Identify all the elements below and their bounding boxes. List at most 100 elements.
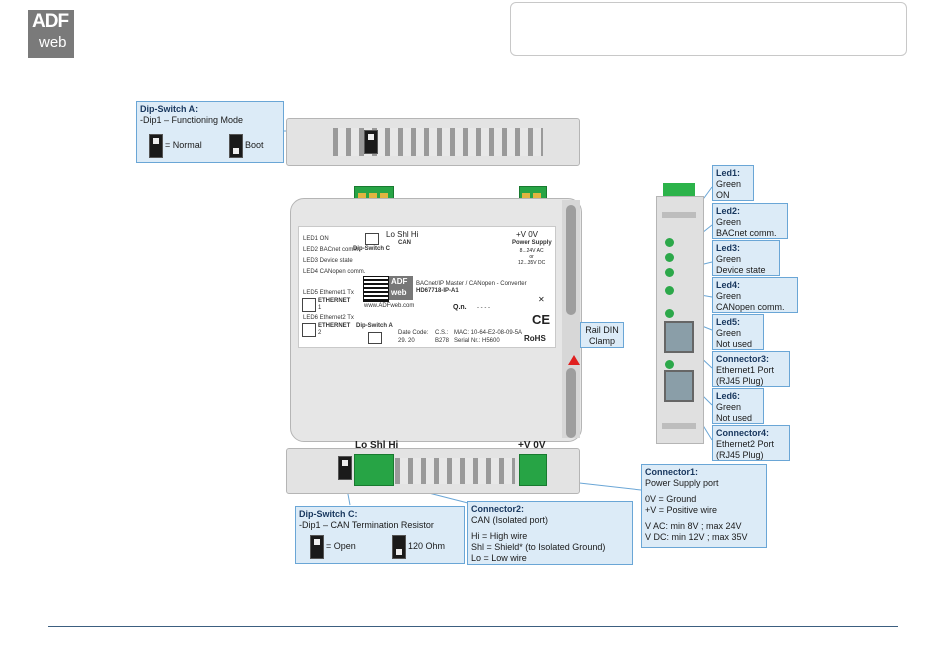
rail-clamp-marker [568, 355, 580, 365]
led-label-3: LED3 Device state [303, 258, 353, 264]
led6-indicator [665, 360, 674, 369]
led5-desc: Not used [716, 339, 753, 349]
connector2-line1: CAN (Isolated port) [471, 515, 549, 525]
power-spec-3: 12...35V DC [518, 260, 546, 266]
power-spec-1: 8...24V AC [519, 248, 544, 254]
side-vent-top [662, 212, 696, 218]
callout-led4: Led4: Green CANopen comm. [712, 277, 798, 313]
connector2-line4: Lo = Low wire [471, 553, 527, 563]
connector3-title: Connector3: [716, 354, 770, 364]
callout-led5: Led5: Green Not used [712, 314, 764, 350]
logo-line1: ADF [32, 11, 69, 32]
can-label: CAN [398, 240, 411, 246]
website: www.ADFweb.com [364, 303, 415, 309]
callout-rail-din: Rail DIN Clamp [580, 322, 624, 348]
callout-connector2: Connector2: CAN (Isolated port) Hi = Hig… [467, 501, 633, 565]
connector3-line2: (RJ45 Plug) [716, 376, 764, 386]
rail-line1: Rail DIN [585, 325, 619, 335]
device-side-view [656, 196, 704, 444]
product-name: BACnet/IP Master / CANopen - Converter [416, 281, 527, 287]
led4-title: Led4: [716, 280, 741, 290]
led1-title: Led1: [716, 168, 741, 178]
eth1-number: 1 [318, 305, 322, 311]
connector4-line2: (RJ45 Plug) [716, 450, 764, 460]
dipswitch-a-top[interactable] [364, 130, 378, 154]
led4-desc: CANopen comm. [716, 302, 785, 312]
eth2-label: ETHERNET [318, 323, 351, 329]
eth2-port-icon [302, 323, 316, 337]
bottom-lo-shl-hi: Lo Shl Hi [355, 440, 399, 451]
connector1-title: Connector1: [645, 467, 699, 477]
dipswitch-c-ohm: 120 Ohm [408, 541, 446, 551]
led6-desc: Not used [716, 413, 753, 423]
callout-connector1: Connector1: Power Supply port 0V = Groun… [641, 464, 767, 548]
rail-slot-1 [566, 205, 576, 315]
led-label-2: LED2 BACnet comm. [303, 247, 361, 253]
header-box [510, 2, 907, 56]
power-terminal-bottom [519, 454, 547, 486]
led5-title: Led5: [716, 317, 741, 327]
led1-indicator [665, 238, 674, 247]
led3-title: Led3: [716, 243, 741, 253]
callout-led2: Led2: Green BACnet comm. [712, 203, 788, 239]
bottom-fins [395, 458, 515, 484]
callout-connector4: Connector4: Ethernet2 Port (RJ45 Plug) [712, 425, 790, 461]
rohs-mark: RoHS [524, 334, 546, 343]
ce-mark: CE [532, 312, 551, 327]
rail-line2: Clamp [588, 336, 615, 346]
eth1-label: ETHERNET [318, 298, 351, 304]
dipswitch-c-label: Dip-Switch C [353, 246, 390, 252]
led2-desc: BACnet comm. [716, 228, 777, 238]
connector1-line2: 0V = Ground [645, 494, 697, 504]
date-code-label: Date Code: [398, 330, 429, 336]
connector1-line3: +V = Positive wire [645, 505, 718, 515]
led4-color: Green [716, 291, 742, 301]
dipswitch-a-normal: = Normal [165, 140, 202, 150]
dipswitch-c-title: Dip-Switch C: [299, 509, 358, 519]
power-supply-label: Power Supply [512, 240, 552, 246]
callout-led1: Led1: Green ON [712, 165, 754, 201]
date-code: 29. 20 [398, 338, 415, 344]
dipswitch-c-ohm-icon [392, 535, 406, 559]
qn-value: - - - - [477, 305, 490, 311]
ethernet1-port [664, 321, 694, 353]
connector2-line3: Shl = Shield* (to Isolated Ground) [471, 542, 606, 552]
dipswitch-c-open: = Open [326, 541, 356, 551]
connector4-line1: Ethernet2 Port [716, 439, 775, 449]
dipswitch-a-normal-icon [149, 134, 163, 158]
device-logo-line1: ADF [391, 277, 408, 286]
dipswitch-a-title: Dip-Switch A: [140, 104, 199, 114]
ethernet2-port [664, 370, 694, 402]
power-terminal-screws [522, 193, 542, 202]
eth1-port-icon [302, 298, 316, 312]
dipswitch-a-label-icon [368, 332, 382, 344]
led6-title: Led6: [716, 391, 741, 401]
dipswitch-c-open-icon [310, 535, 324, 559]
connector1-line4: V AC: min 8V ; max 24V [645, 521, 742, 531]
connector2-line2: Hi = High wire [471, 531, 528, 541]
led5-indicator [665, 309, 674, 318]
qr-code-icon [363, 276, 389, 302]
qn-label: Q.n. [453, 304, 467, 311]
connector2-title: Connector2: [471, 504, 525, 514]
led-label-4: LED4 CANopen comm. [303, 269, 366, 275]
side-terminal [663, 183, 695, 197]
logo-line2: web [39, 34, 67, 51]
dipswitch-c-bottom[interactable] [338, 456, 352, 480]
eth2-number: 2 [318, 330, 322, 336]
device-logo-line2: web [391, 288, 407, 297]
cs-label: C.S.: [435, 330, 449, 336]
led3-desc: Device state [716, 265, 766, 275]
power-spec: 8...24V AC or 12...35V DC [518, 248, 545, 266]
led5-color: Green [716, 328, 742, 338]
callout-connector3: Connector3: Ethernet1 Port (RJ45 Plug) [712, 351, 790, 387]
dipswitch-a-line1: -Dip1 – Functioning Mode [140, 115, 244, 125]
led1-color: Green [716, 179, 742, 189]
can-terminal-screws [358, 193, 388, 202]
led5-label: LED5 Ethernet1 Tx [303, 290, 354, 296]
led1-desc: ON [716, 190, 730, 200]
connector1-line1: Power Supply port [645, 478, 719, 488]
callout-led3: Led3: Green Device state [712, 240, 780, 276]
dipswitch-c-line1: -Dip1 – CAN Termination Resistor [299, 520, 434, 530]
product-code: HD67718-IP-A1 [416, 288, 459, 294]
